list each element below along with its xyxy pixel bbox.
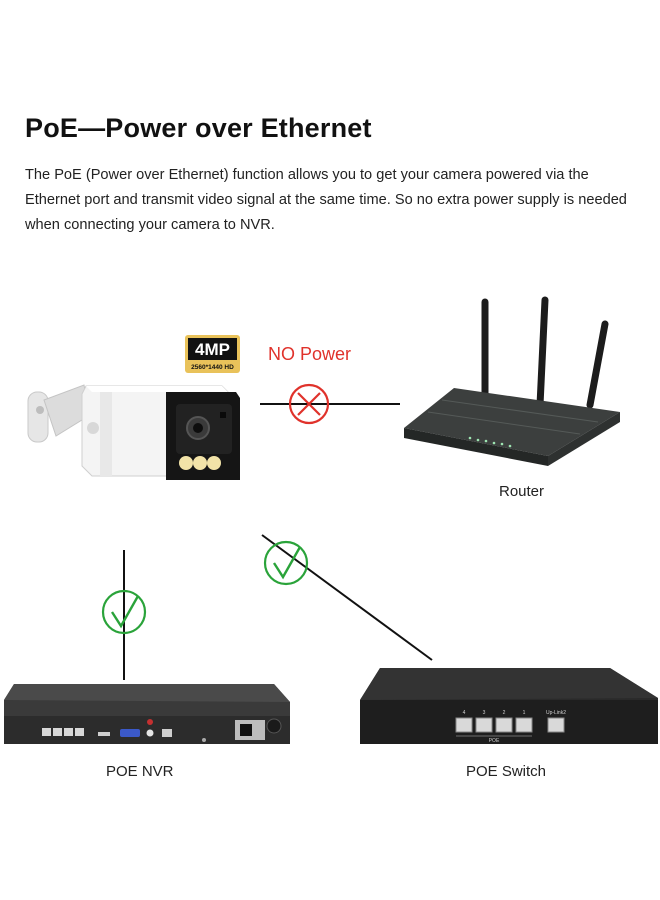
- switch-check-icon: [263, 540, 309, 586]
- switch-port-label-2: 2: [503, 710, 506, 716]
- resolution-badge: 4MP 2560*1440 HD: [185, 335, 240, 373]
- switch-uplink-label: Up-Link2: [546, 710, 566, 716]
- router-image: [404, 296, 620, 466]
- switch-port-label-1: 1: [523, 710, 526, 716]
- camera-switch-line: [261, 534, 433, 661]
- switch-label: POE Switch: [466, 763, 547, 780]
- badge-main-text: 4MP: [195, 340, 230, 359]
- bullet-camera-image: [27, 384, 240, 480]
- no-power-label: NO Power: [268, 344, 352, 364]
- switch-poe-group-label: POE: [489, 738, 500, 744]
- poe-nvr-image: [4, 684, 290, 744]
- badge-sub-text: 2560*1440 HD: [191, 364, 234, 371]
- nvr-label: POE NVR: [106, 763, 174, 780]
- no-power-cross-icon: [288, 383, 330, 425]
- router-label: Router: [499, 483, 545, 500]
- nvr-check-icon: [101, 589, 147, 635]
- poe-switch-image: 4 3 2 1 Up-Link2 POE: [360, 668, 658, 744]
- description-text: The PoE (Power over Ethernet) function a…: [25, 167, 627, 233]
- switch-port-label-4: 4: [463, 710, 466, 716]
- page-title: PoE—Power over Ethernet: [25, 113, 372, 143]
- switch-port-label-3: 3: [483, 710, 486, 716]
